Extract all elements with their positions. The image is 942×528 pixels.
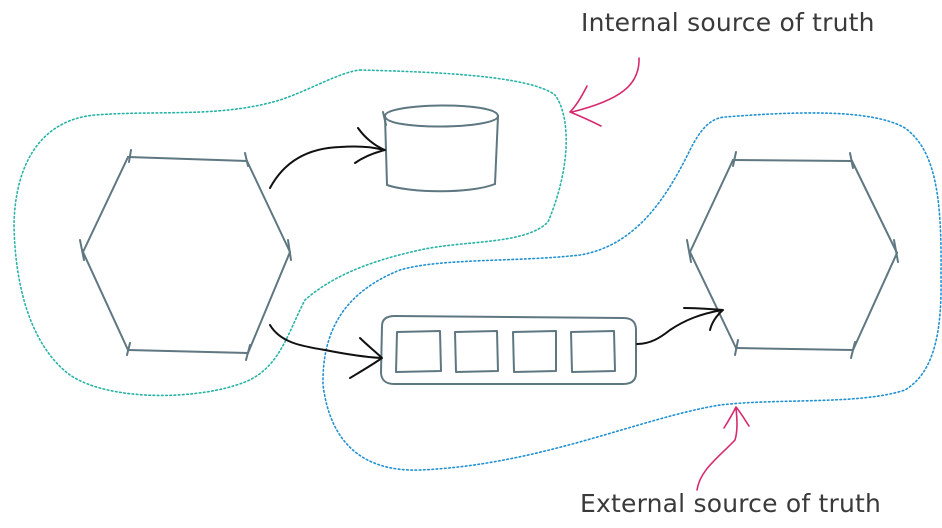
internal-boundary (13, 69, 567, 397)
queue-slot (570, 330, 616, 373)
internal-source-label: Internal source of truth (581, 8, 875, 37)
message-queue-icon (380, 315, 637, 385)
arrow-to-right-hexagon (636, 307, 724, 345)
left-hexagon-icon (79, 149, 292, 361)
external-source-label: External source of truth (580, 489, 882, 518)
external-boundary (322, 112, 942, 471)
external-pointer-arrow (696, 406, 750, 491)
right-hexagon-icon (686, 151, 899, 359)
database-cylinder-icon (382, 104, 499, 193)
queue-slot (512, 330, 557, 373)
internal-pointer-arrow (569, 57, 640, 127)
queue-slot (395, 330, 442, 373)
arrow-to-database (269, 127, 386, 189)
queue-slot (454, 330, 499, 373)
arrow-to-queue (269, 324, 383, 379)
